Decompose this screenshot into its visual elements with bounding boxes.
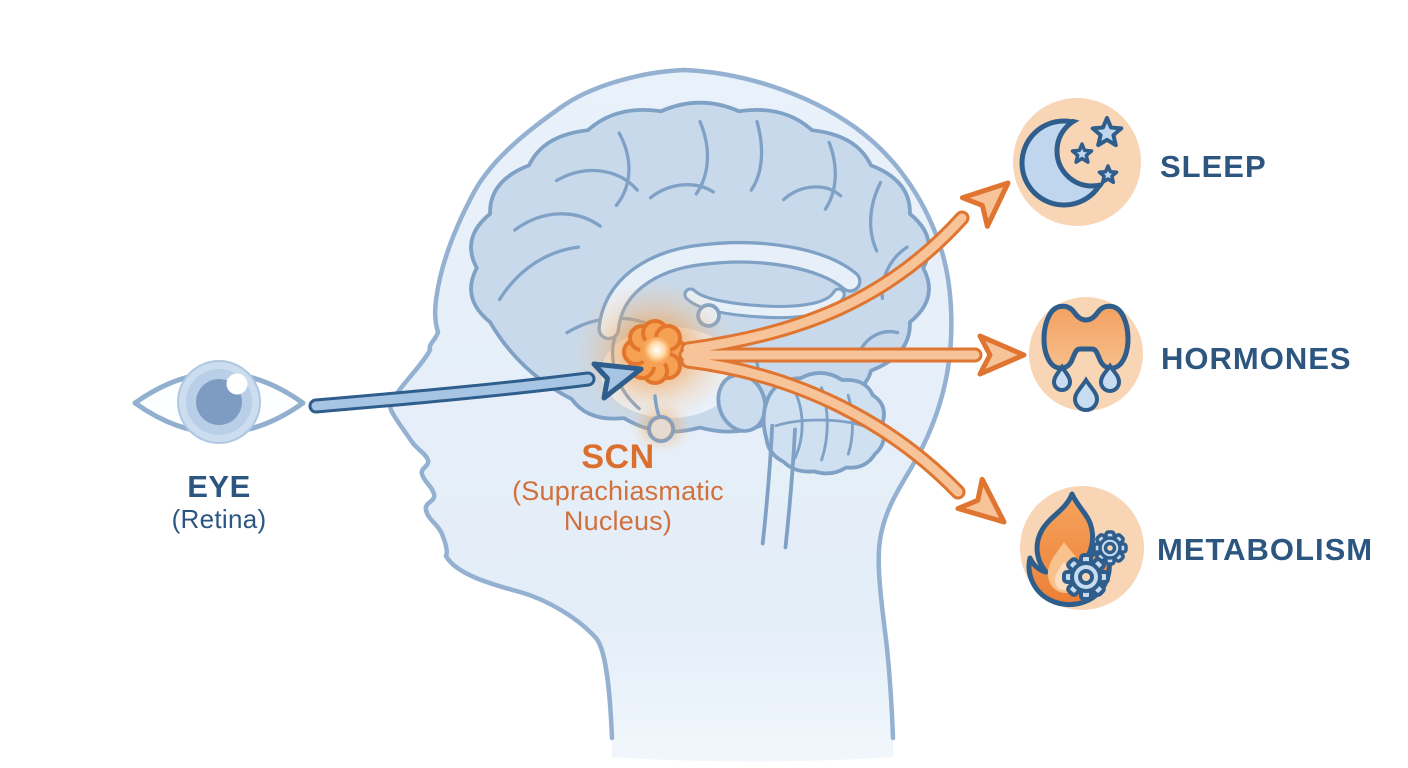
- eye-sublabel: (Retina): [172, 504, 267, 534]
- sleep-label: SLEEP: [1160, 149, 1267, 184]
- star-small: [1097, 164, 1119, 185]
- scn-output-arrows: [678, 180, 1027, 525]
- sleep-node: SLEEP: [1013, 98, 1267, 226]
- blue-arrowhead: [591, 361, 644, 401]
- drop-left: [1051, 363, 1073, 392]
- scn-label: SCN: [581, 438, 654, 476]
- hormones-label: HORMONES: [1161, 341, 1352, 376]
- eye-icon: [132, 360, 306, 444]
- metabolism-arrowhead: [955, 476, 1007, 525]
- scn-highlight: [643, 336, 671, 364]
- flame-and-gears-icon: [1026, 491, 1128, 607]
- thyroid-gland-and-drops-icon: [1041, 303, 1131, 412]
- head-outline-front: [388, 67, 686, 741]
- eye-to-scn-arrow: [308, 361, 644, 414]
- scn-label-group: SCN (Suprachiasmatic Nucleus): [512, 438, 724, 536]
- eye-label: EYE: [187, 469, 251, 504]
- pituitary-gland: [647, 415, 675, 443]
- star-medium: [1070, 142, 1094, 164]
- star-large: [1090, 116, 1124, 148]
- sleep-arrowhead: [959, 180, 1011, 229]
- hormones-node: HORMONES: [1029, 297, 1352, 412]
- scn-sublabel-line1: (Suprachiasmatic: [512, 476, 724, 506]
- thyroid-gland: [1041, 303, 1131, 371]
- drop-middle: [1072, 376, 1100, 412]
- spinal-cord-lines: [760, 423, 797, 550]
- eye-highlight: [226, 373, 248, 395]
- pituitary-tint: [649, 417, 673, 441]
- head-outline-back: [680, 67, 954, 741]
- drop-right: [1098, 362, 1122, 393]
- metabolism-label: METABOLISM: [1157, 532, 1373, 567]
- scn-sublabel-line2: Nucleus): [564, 506, 672, 536]
- hormones-arrowhead: [977, 333, 1027, 377]
- moon-and-stars-icon: [1019, 116, 1124, 208]
- gear-large: [1062, 553, 1110, 601]
- metabolism-node: METABOLISM: [1020, 486, 1373, 610]
- eye-node: EYE (Retina): [132, 360, 306, 534]
